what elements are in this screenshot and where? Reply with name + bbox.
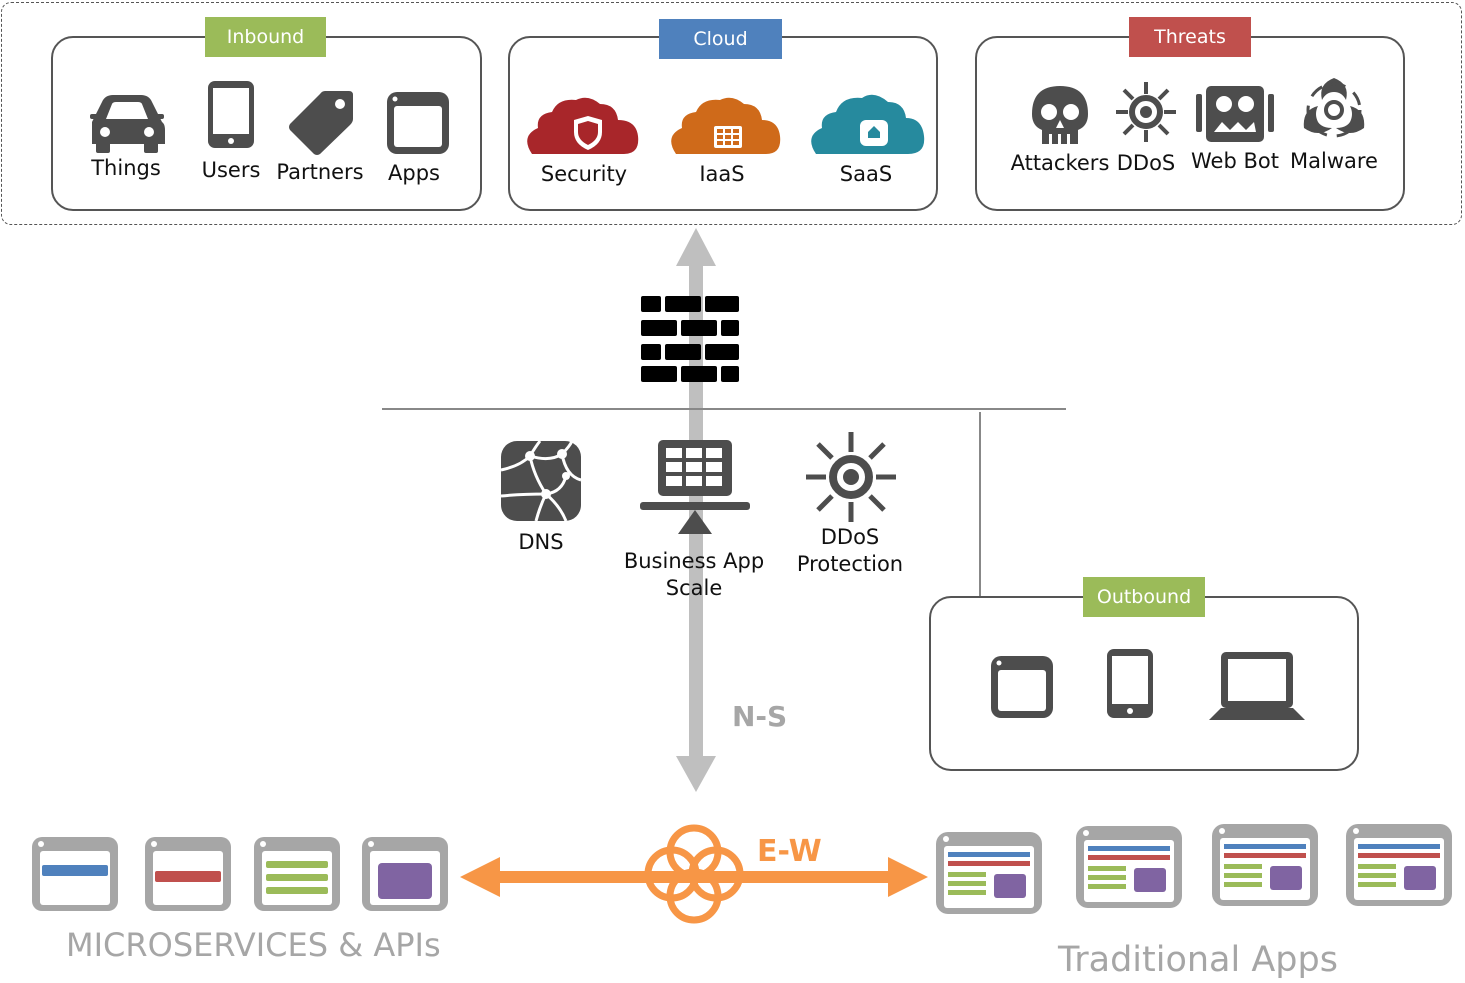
cloud-security-label: Security (540, 162, 628, 186)
web-bot-icon (1196, 86, 1274, 142)
app-window-icon (387, 92, 449, 154)
iaas-cloud-icon (671, 97, 781, 154)
laptop-icon (1209, 652, 1305, 720)
ddos-protection-icon (806, 432, 896, 522)
cloud-tag: Cloud (659, 19, 782, 59)
threats-ddos-label: DDoS (1116, 151, 1176, 175)
threats-malware-label: Malware (1290, 149, 1378, 173)
firewall-icon (641, 296, 739, 382)
network-divider-line (382, 408, 1066, 410)
outbound-connector-line (979, 412, 981, 598)
ns-label: N-S (732, 700, 788, 733)
mesh-flower-icon (644, 824, 744, 924)
mobile-phone-icon (208, 81, 254, 148)
microservice-windows (32, 837, 448, 911)
threats-webbot-label: Web Bot (1191, 149, 1279, 173)
mobile-phone-icon (1107, 649, 1153, 718)
ddos-protection-label-line1: DDoS (820, 525, 880, 549)
ew-label: E-W (757, 834, 822, 869)
dns-network-icon (500, 440, 582, 522)
inbound-things-label: Things (91, 156, 161, 180)
traditional-app-window-2 (1076, 826, 1182, 908)
ddos-virus-icon (1116, 82, 1176, 142)
car-icon (90, 95, 165, 153)
microservice-purple-window (362, 837, 448, 911)
top-region-frame (1, 2, 1462, 225)
traditional-apps-label: Traditional Apps (1058, 940, 1338, 980)
cloud-saas-label: SaaS (839, 162, 893, 186)
threats-attackers-label: Attackers (1010, 151, 1110, 175)
ddos-protection-label-line2: Protection (796, 552, 904, 576)
ddos-protection-label: DDoS Protection (770, 524, 930, 578)
microservices-label: MICROSERVICES & APIs (66, 926, 441, 964)
traditional-app-window-3 (1212, 824, 1318, 906)
dns-label: DNS (518, 530, 564, 554)
app-scale-label-line1: Business App (623, 549, 765, 573)
app-scale-label: Business App Scale (614, 548, 774, 602)
inbound-users-label: Users (201, 158, 261, 182)
microservice-blue-window (32, 837, 118, 911)
biohazard-icon (1303, 78, 1365, 138)
threats-tag: Threats (1129, 17, 1251, 57)
skull-icon (1032, 86, 1088, 144)
tag-icon (289, 91, 353, 155)
cloud-iaas-label: IaaS (699, 162, 745, 186)
saas-cloud-icon (811, 94, 925, 154)
microservice-green-window (254, 837, 340, 911)
outbound-tag: Outbound (1083, 577, 1205, 617)
security-cloud-icon (527, 97, 639, 154)
inbound-tag: Inbound (205, 17, 326, 57)
app-scale-label-line2: Scale (665, 576, 723, 600)
traditional-app-windows (936, 824, 1452, 914)
inbound-partners-label: Partners (276, 160, 364, 184)
traditional-app-window-4 (1346, 824, 1452, 906)
traditional-app-window-1 (936, 832, 1042, 914)
app-scale-icon (640, 440, 750, 534)
browser-window-icon (991, 656, 1053, 718)
inbound-apps-label: Apps (388, 161, 440, 185)
microservice-red-window (145, 837, 231, 911)
